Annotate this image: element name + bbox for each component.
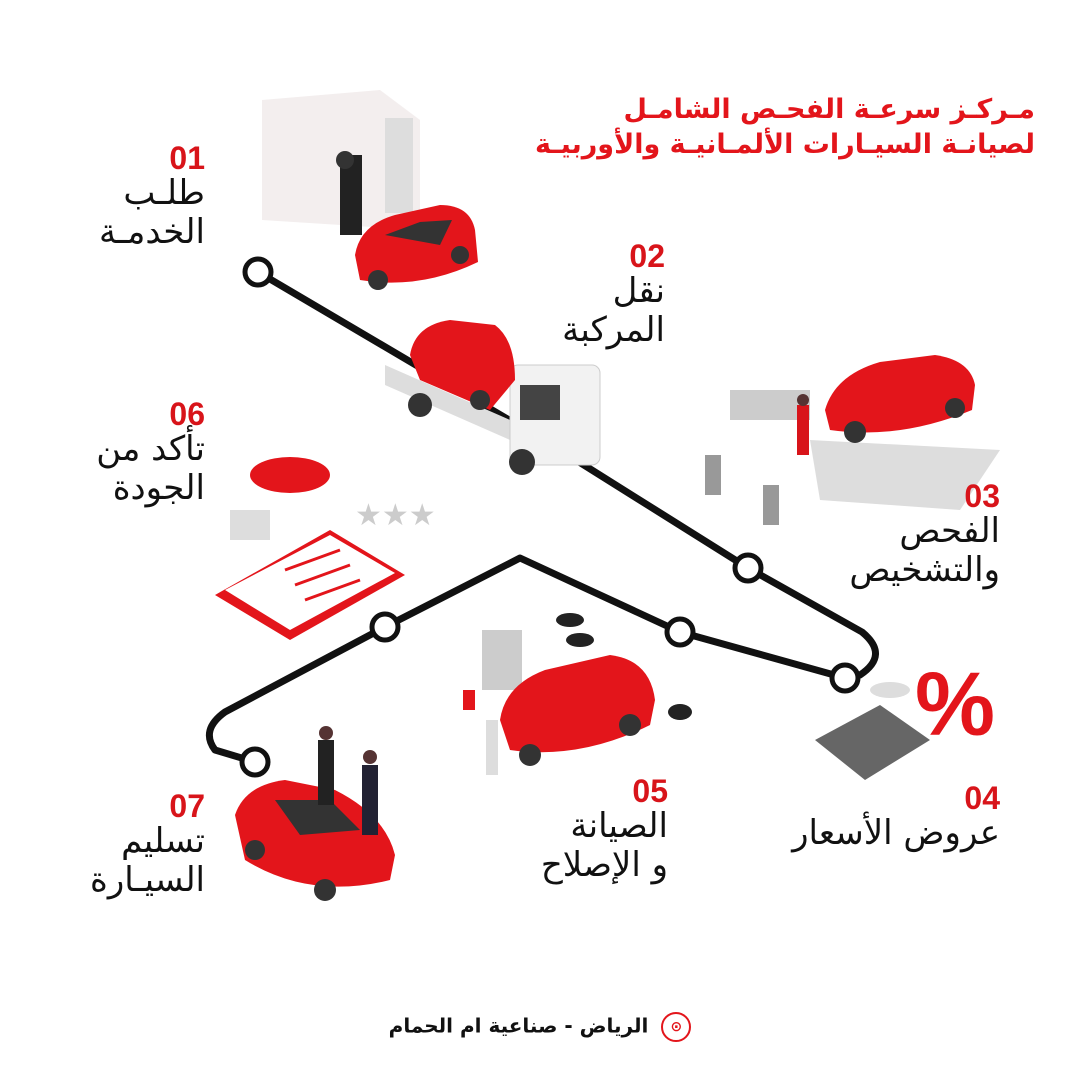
title-line-2: لصيانـة السيـارات الألمـانيـة والأوربيـة <box>535 129 1035 161</box>
quality-check-illustration: ★★★ <box>215 457 436 640</box>
step-label: الجودة <box>112 468 205 509</box>
svg-text:%: % <box>915 655 995 755</box>
location-pin-icon: ⊙ <box>661 1012 692 1042</box>
tow-truck-illustration <box>385 320 601 475</box>
svg-text:★★★: ★★★ <box>355 498 436 533</box>
step-label: السيـارة <box>90 860 205 901</box>
step-label: والتشخيص <box>849 550 1000 591</box>
step-number: 03 <box>964 478 1000 514</box>
step-01: 01 طلـب الخدمـة <box>99 142 205 252</box>
step-number: 01 <box>169 140 205 176</box>
step-number: 02 <box>629 238 665 274</box>
step-label: الصيانة <box>570 806 668 846</box>
car-icon <box>355 205 478 290</box>
step-03: 03 الفحص والتشخيص <box>849 480 1000 590</box>
step-02: 02 نقل المركبة <box>562 240 665 350</box>
step-number: 04 <box>964 780 1000 816</box>
track-node <box>829 662 861 694</box>
step-number: 07 <box>169 788 205 824</box>
track-node <box>664 616 696 648</box>
step-label: الفحص <box>899 511 1000 551</box>
title-line-1: مـركـز سرعـة الفحـص الشامـل <box>623 94 1035 125</box>
step-06: 06 تأكد من الجودة <box>96 398 205 508</box>
step-label: الخدمـة <box>98 212 205 253</box>
step-label: عروض الأسعار <box>792 813 1000 853</box>
step-label: تأكد من <box>96 429 205 469</box>
step-07: 07 تسليم السيـارة <box>90 790 205 900</box>
car-lift-illustration <box>705 355 1000 525</box>
track-node <box>239 746 271 778</box>
step-number: 05 <box>632 773 668 809</box>
step-05: 05 الصيانة و الإصلاح <box>541 775 668 885</box>
step-label: المركبة <box>562 310 665 351</box>
location-text: الرياض - صناعية ام الحمام <box>388 1013 649 1038</box>
process-track <box>205 268 879 766</box>
track-node <box>732 552 764 584</box>
track-node <box>242 256 274 288</box>
step-label: طلـب <box>123 173 205 213</box>
step-label: نقل <box>612 271 665 311</box>
step-04: 04 عروض الأسعار <box>792 782 1000 853</box>
step-label: و الإصلاح <box>540 845 668 886</box>
track-node <box>369 611 401 643</box>
step-number: 06 <box>169 396 205 432</box>
car-delivery-illustration <box>235 726 395 901</box>
calculator-percent-illustration: % <box>815 655 995 780</box>
page-title: مـركـز سرعـة الفحـص الشامـل لصيانـة السي… <box>535 92 1035 162</box>
maintenance-illustration <box>463 613 692 775</box>
footer-location: ⊙ الرياض - صناعية ام الحمام <box>0 1012 1080 1042</box>
step-label: تسليم <box>121 821 205 861</box>
office-illustration <box>262 90 420 235</box>
